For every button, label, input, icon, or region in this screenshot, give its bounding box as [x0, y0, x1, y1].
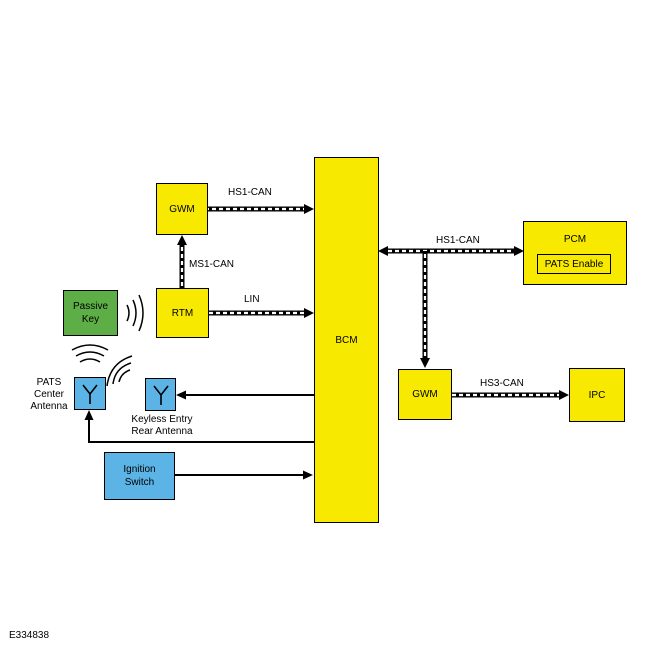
gwm-left-block: GWM — [156, 183, 208, 235]
rtm-label: RTM — [171, 307, 194, 319]
passive-key-label: Passive Key — [72, 301, 108, 325]
hs1-can-right-label: HS1-CAN — [436, 235, 480, 246]
keyless-rear-antenna-label: Keyless Entry Rear Antenna — [131, 414, 193, 437]
bcm-label: BCM — [335, 334, 358, 346]
antenna-icon — [152, 385, 169, 405]
gwm-left-label: GWM — [169, 203, 195, 215]
ignition-to-bcm-wire — [175, 470, 313, 480]
pats-antenna-signal-waves-icon — [71, 344, 109, 363]
pcm-block: PCM — [523, 221, 627, 285]
pats-center-antenna — [74, 377, 106, 410]
ipc-block: IPC — [569, 368, 625, 422]
ignition-switch-block: Ignition Switch — [104, 452, 175, 500]
pats-enable-label: PATS Enable — [544, 258, 604, 270]
keyless-rear-antenna — [145, 378, 176, 411]
pats-enable-block: PATS Enable — [537, 254, 611, 274]
gwm-right-label: GWM — [412, 389, 438, 400]
pats-center-antenna-label: PATS Center Antenna — [30, 377, 68, 412]
antenna-icon — [82, 384, 98, 404]
bcm-to-keyless-antenna-wire — [176, 390, 314, 400]
passive-key-block: Passive Key — [63, 290, 118, 336]
rtm-block: RTM — [156, 288, 209, 338]
ms1-can-link — [177, 235, 187, 288]
passive-key-signal-waves-icon — [126, 294, 144, 332]
hs1-can-left-label: HS1-CAN — [228, 187, 272, 198]
keyless-antenna-signal-waves-icon — [106, 355, 133, 387]
ms1-can-label: MS1-CAN — [189, 259, 235, 270]
bcm-block: BCM — [314, 157, 379, 523]
hs3-can-link — [452, 390, 569, 400]
figure-id: E334838 — [9, 630, 50, 641]
hs3-can-label: HS3-CAN — [480, 378, 524, 389]
lin-label: LIN — [244, 294, 260, 305]
pcm-label: PCM — [563, 234, 587, 245]
bcm-to-pats-antenna-wire — [84, 410, 314, 443]
hs1-can-left-link — [205, 204, 314, 214]
hs1-can-right-link — [378, 246, 524, 368]
gwm-right-block: GWM — [398, 369, 452, 420]
ipc-label: IPC — [588, 389, 606, 401]
ignition-switch-label: Ignition Switch — [123, 464, 156, 488]
lin-link — [209, 308, 314, 318]
